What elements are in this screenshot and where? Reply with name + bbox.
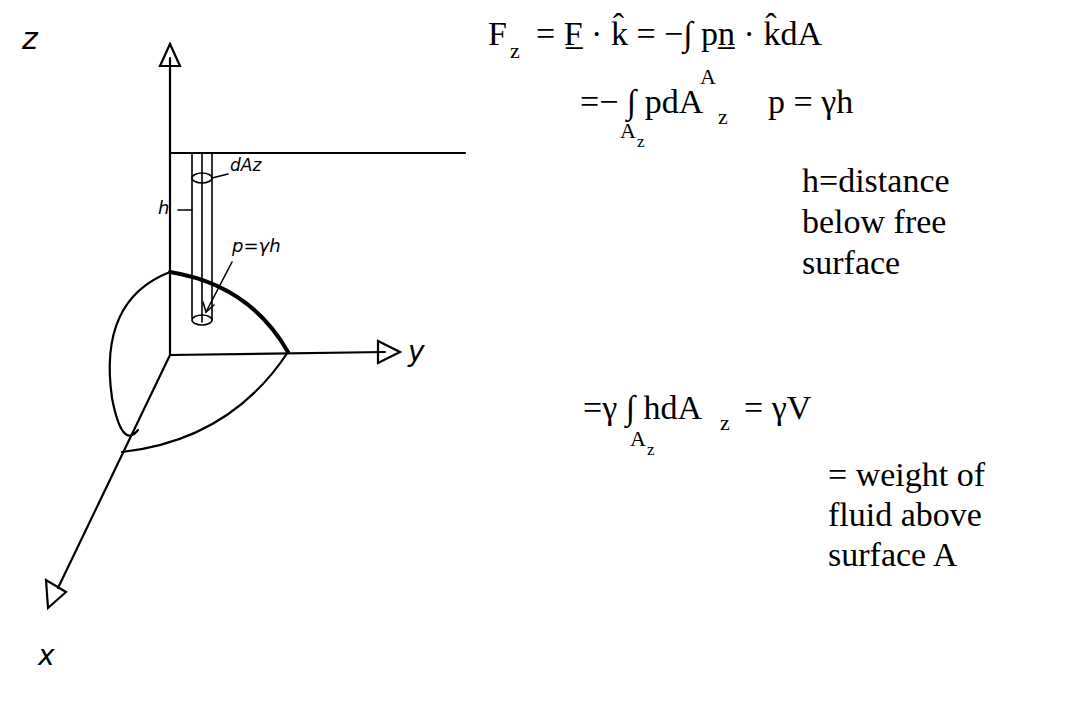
x-axis <box>58 355 170 588</box>
subscript: z <box>647 440 655 460</box>
leader-line <box>178 209 192 211</box>
equation: = F̲ · k̂ = −∫ pn̲ · k̂dA <box>536 14 822 53</box>
equation: =− ∫ pdA <box>580 82 703 121</box>
leader-arrowhead <box>203 302 214 312</box>
note: = weight of fluid above surface A <box>828 455 1043 575</box>
leader-line <box>206 262 232 312</box>
element-label: dAz <box>230 156 261 176</box>
surface-edge <box>110 272 170 436</box>
dA-element <box>192 173 212 183</box>
equation-symbol: F <box>488 14 507 53</box>
z-arrowhead <box>160 44 180 66</box>
x-arrowhead <box>46 580 66 608</box>
axis-label: y <box>408 336 425 368</box>
leader-line <box>212 174 228 178</box>
depth-label: h <box>158 198 169 219</box>
note: h=distance below free surface <box>802 160 992 283</box>
axis-label: x <box>38 640 55 672</box>
free-surface <box>170 152 465 154</box>
dA-element <box>192 315 212 325</box>
pressure-label: p=γh <box>232 236 281 257</box>
integral-limit: A <box>620 118 636 143</box>
equation: = γV <box>744 388 811 427</box>
equation: p = γh <box>768 82 853 121</box>
subscript: z <box>510 38 520 63</box>
axis-label: z <box>22 22 38 57</box>
subscript: z <box>720 410 730 435</box>
y-arrowhead <box>378 341 400 363</box>
subscript: z <box>637 132 645 152</box>
surface-edge <box>170 272 288 352</box>
integral-limit: A <box>630 426 646 451</box>
surface-edge <box>122 352 288 452</box>
strip <box>192 153 212 322</box>
equation: =γ ∫ hdA <box>583 388 702 427</box>
subscript: z <box>718 104 728 129</box>
y-axis <box>170 352 385 355</box>
